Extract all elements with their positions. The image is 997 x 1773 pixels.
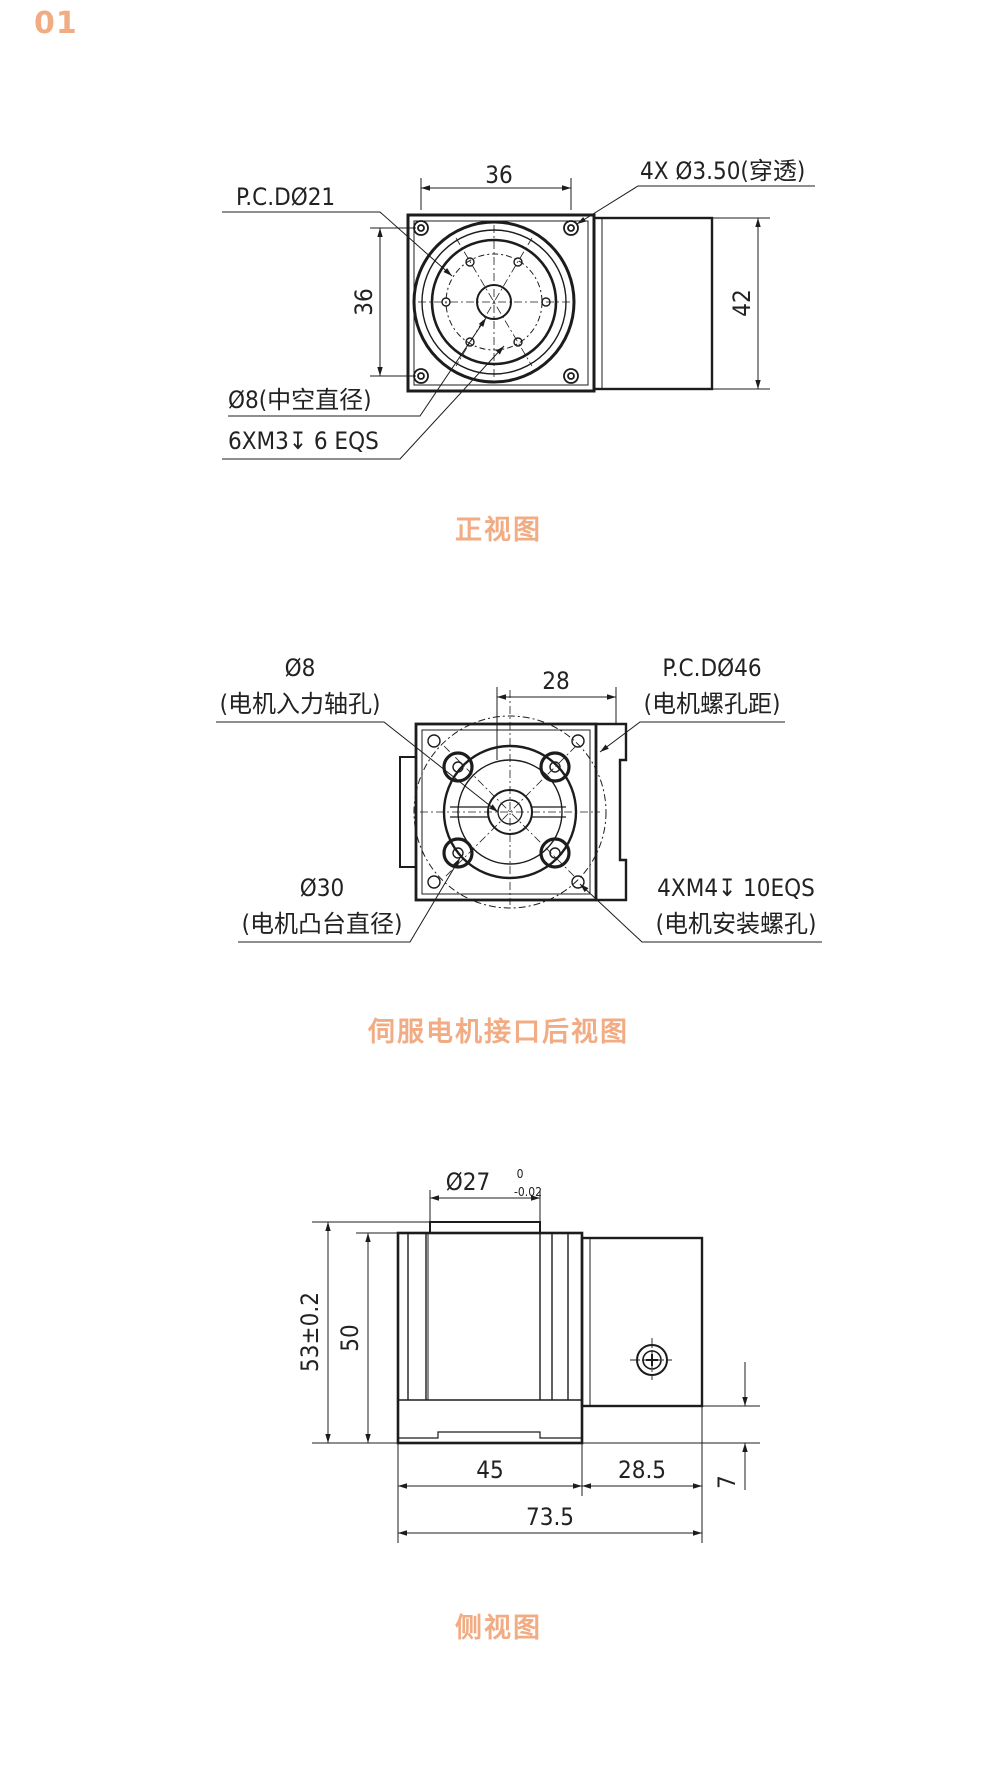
front-pcd-callout: P.C.DØ21 [236, 183, 335, 211]
front-dim-right: 42 [728, 289, 756, 316]
side-dim-top-dia: Ø27 [446, 1168, 490, 1196]
rear-shaft-label: (电机入力轴孔) [220, 690, 381, 718]
front-outer-circle [412, 220, 576, 384]
side-dim-length-28-5: 28.5 [618, 1456, 666, 1484]
front-view-labels: 36 36 42 P.C.DØ21 4X Ø3.50(穿透) Ø8(中空直径) … [228, 157, 805, 455]
rear-pcd-callout: P.C.DØ46 [662, 654, 761, 682]
front-motor-block [592, 216, 714, 391]
front-dim-top: 36 [485, 161, 512, 189]
rear-view-labels: 28 Ø8 (电机入力轴孔) P.C.DØ46 (电机螺孔距) Ø30 (电机凸… [220, 654, 817, 938]
front-tapped-callout: 6XM3↧ 6 EQS [228, 427, 379, 455]
rear-pcd-label: (电机螺孔距) [644, 690, 781, 718]
front-tapped-holes [441, 257, 551, 347]
rear-pcd-circle [413, 715, 607, 909]
rear-mount-label: (电机安装螺孔) [656, 910, 817, 938]
side-dim-length-73-5: 73.5 [526, 1503, 574, 1531]
front-dim-left: 36 [350, 288, 378, 315]
side-tol-lower: -0.02 [514, 1185, 542, 1199]
side-dim-length-45: 45 [476, 1456, 503, 1484]
front-thru-holes-callout: 4X Ø3.50(穿透) [640, 157, 805, 185]
side-view [312, 1190, 760, 1543]
rear-view [216, 687, 822, 943]
rear-mount-callout: 4XM4↧ 10EQS [657, 874, 815, 902]
rear-left-tab [399, 756, 417, 868]
rear-corner-holes [427, 734, 585, 889]
front-hollow-callout: Ø8(中空直径) [228, 386, 372, 414]
rear-view-caption: 伺服电机接口后视图 [368, 1017, 629, 1048]
side-dim-body-height: 50 [336, 1324, 364, 1351]
side-dim-overall-height: 53±0.2 [296, 1292, 324, 1372]
rear-boss-callout: Ø30 [300, 874, 344, 902]
side-view-caption: 侧视图 [455, 1613, 542, 1644]
front-view [222, 178, 815, 460]
side-screw [630, 1338, 674, 1382]
side-top-rim [429, 1221, 541, 1234]
side-tol-upper: 0 [517, 1167, 524, 1181]
rear-boss-label: (电机凸台直径) [242, 910, 403, 938]
page-number: 01 [34, 6, 78, 41]
rear-counterbore-holes [442, 751, 571, 869]
rear-shaft-callout: Ø8 [285, 654, 316, 682]
side-motor-block [580, 1236, 704, 1408]
side-view-labels: Ø27 0 -0.02 53±0.2 50 45 28.5 73.5 7 [296, 1167, 741, 1531]
front-view-caption: 正视图 [455, 515, 542, 546]
side-dim-offset-7: 7 [713, 1475, 741, 1489]
rear-dim-top: 28 [542, 667, 569, 695]
